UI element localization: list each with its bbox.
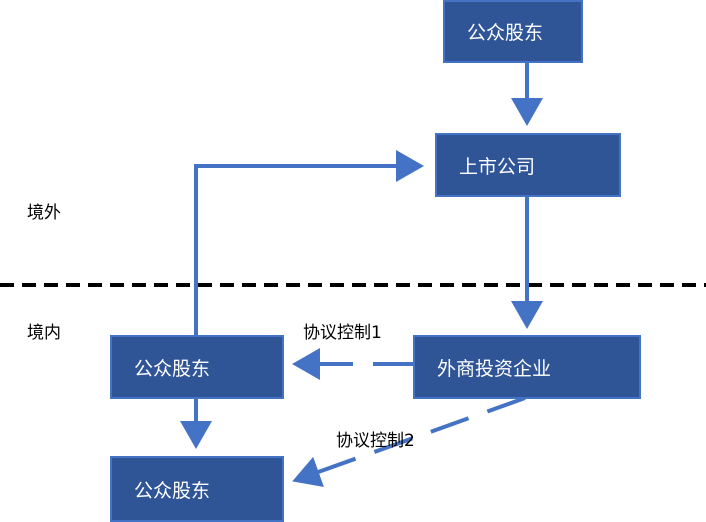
arrow-agreement-control-2 (292, 396, 526, 487)
node-wfoe: 外商投资企业 (413, 335, 641, 399)
region-onshore-label: 境内 (27, 323, 61, 343)
node-label: 公众股东 (134, 479, 211, 502)
node-label: 上市公司 (459, 155, 536, 178)
node-label: 公众股东 (134, 357, 211, 380)
node-public-shareholders-mid: 公众股东 (110, 335, 284, 399)
node-label: 公众股东 (467, 22, 544, 44)
node-public-shareholders-bottom: 公众股东 (110, 456, 284, 522)
node-label: 外商投资企业 (437, 357, 552, 380)
agreement-control-2-label: 协议控制2 (336, 431, 415, 451)
arrow-mid-to-listed (194, 150, 424, 336)
node-public-shareholders-top: 公众股东 (443, 0, 583, 63)
node-listed-company: 上市公司 (435, 133, 621, 197)
agreement-control-1-label: 协议控制1 (303, 323, 382, 343)
region-offshore-label: 境外 (27, 203, 61, 223)
